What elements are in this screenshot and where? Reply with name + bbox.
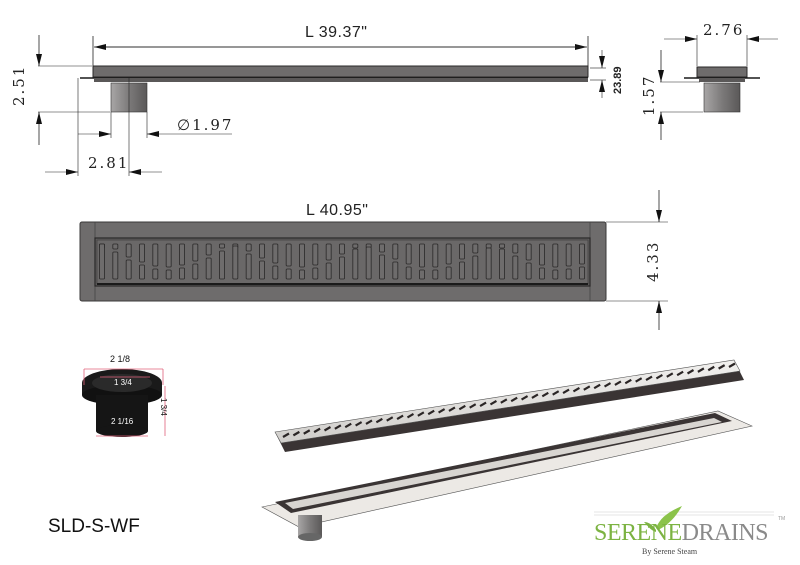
adapter-inner-label: 1 3/4 <box>114 378 132 387</box>
end-width-label: 2.76 <box>703 21 745 39</box>
top-width-label: 4.33 <box>644 240 662 282</box>
side-height-label: 2.51 <box>10 64 28 106</box>
adapter-top-outer-label: 2 1/8 <box>110 354 131 364</box>
end-view <box>658 35 778 140</box>
outlet-diameter-label: ∅1.97 <box>177 116 234 134</box>
brand-name-gray: DRAINS <box>681 520 769 546</box>
brand-tagline: By Serene Steam <box>642 547 698 556</box>
pipe-adapter-illustration <box>82 368 166 437</box>
top-view <box>79 190 668 330</box>
model-number-label: SLD-S-WF <box>48 516 140 537</box>
end-height-label: 1.57 <box>640 74 658 116</box>
serene-drains-logo: SERENEDRAINS TM By Serene Steam <box>594 500 794 560</box>
brand-name-green: SERENE <box>594 520 682 546</box>
top-length-label: L 40.95" <box>306 202 369 219</box>
isometric-view <box>261 359 753 541</box>
trademark-symbol: TM <box>778 516 786 522</box>
side-view <box>36 35 606 176</box>
adapter-height-label: 1 3/4 <box>159 398 168 416</box>
leaf-icon <box>594 506 774 532</box>
side-length-label: L 39.37" <box>305 24 368 41</box>
outlet-offset-label: 2.81 <box>88 154 130 172</box>
adapter-bottom-outer-label: 2 1/16 <box>111 417 134 426</box>
flange-thickness-label: 23.89 <box>612 66 624 94</box>
